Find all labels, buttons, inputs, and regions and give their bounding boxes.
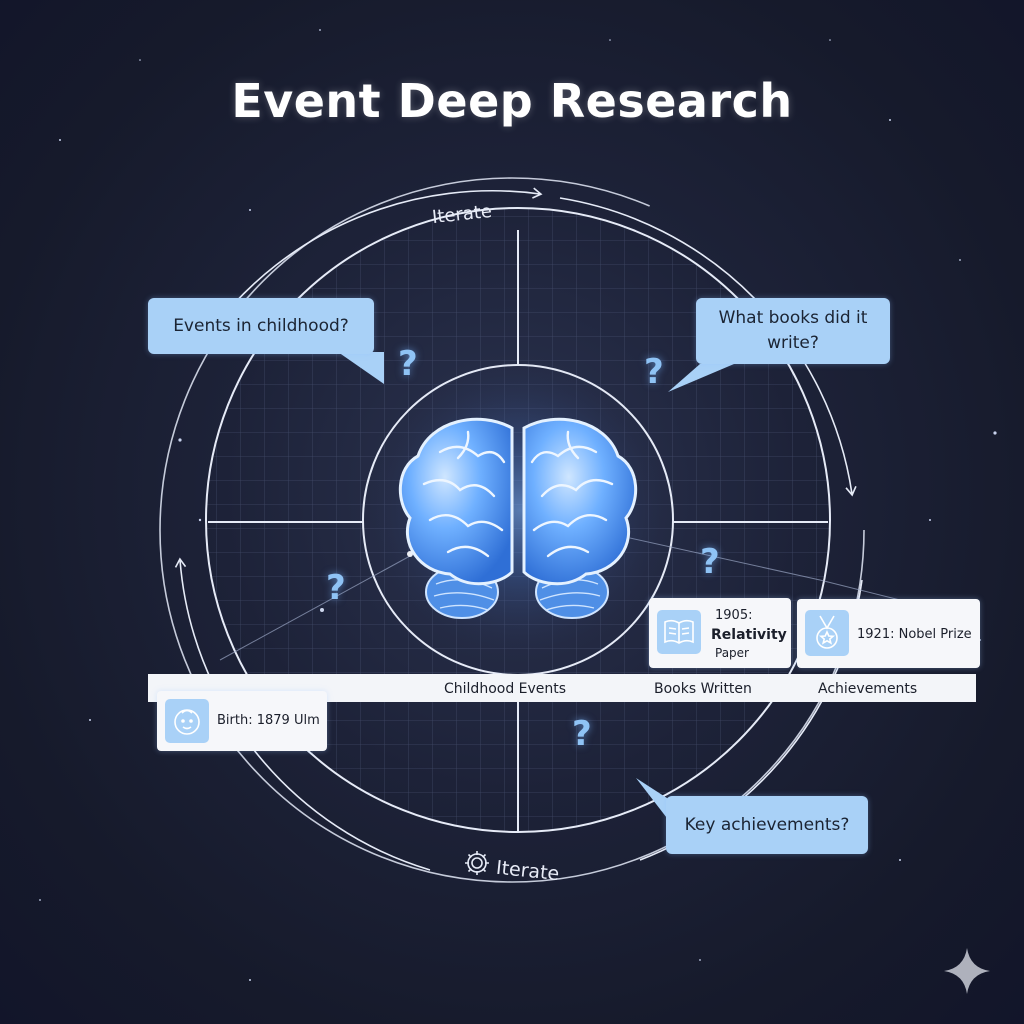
iterate-arrow-left bbox=[174, 557, 431, 871]
event-card-relativity: 1905: Relativity Paper bbox=[649, 598, 791, 668]
gear-icon bbox=[465, 851, 489, 875]
question-mark-icon: ? bbox=[326, 568, 346, 608]
relativity-year-text: 1905: bbox=[715, 608, 753, 623]
question-achievements-text: Key achievements? bbox=[684, 814, 850, 835]
birth-event-text: Birth: 1879 Ulm bbox=[217, 713, 320, 728]
question-bubble-childhood: Events in childhood? bbox=[148, 298, 374, 354]
question-mark-icon: ? bbox=[572, 714, 592, 754]
question-bubble-books: What books did it write? bbox=[696, 298, 890, 364]
iterate-arrow-top bbox=[211, 187, 543, 331]
timeline-label-achievements: Achievements bbox=[818, 681, 918, 697]
question-mark-icon: ? bbox=[398, 344, 418, 384]
star-field bbox=[39, 29, 997, 981]
baby-face-icon bbox=[165, 699, 209, 743]
question-books-text: What books did it write? bbox=[718, 308, 868, 353]
iterate-label-bottom-group: Iterate bbox=[462, 848, 642, 885]
event-card-nobel: 1921: Nobel Prize bbox=[797, 599, 980, 668]
question-mark-icon: ? bbox=[700, 542, 720, 582]
sparkle-icon bbox=[944, 948, 990, 994]
connector-node bbox=[320, 608, 324, 612]
brain-icon bbox=[398, 417, 638, 619]
medal-icon bbox=[805, 610, 849, 656]
question-mark-icon: ? bbox=[644, 352, 664, 392]
nobel-event-text: 1921: Nobel Prize bbox=[857, 627, 972, 642]
timeline-label-childhood: Childhood Events bbox=[444, 681, 567, 697]
relativity-title-text: Relativity bbox=[711, 627, 787, 643]
book-icon bbox=[657, 610, 701, 654]
event-card-birth: Birth: 1879 Ulm bbox=[157, 691, 327, 751]
question-childhood-text: Events in childhood? bbox=[173, 315, 349, 336]
question-bubble-achievements: Key achievements? bbox=[666, 796, 868, 854]
bubble-tail-childhood bbox=[338, 352, 384, 384]
timeline-label-books: Books Written bbox=[654, 681, 752, 697]
outer-iterate-ring bbox=[159, 177, 865, 883]
bubble-tail-books bbox=[668, 364, 734, 392]
page-title: Event Deep Research bbox=[231, 74, 793, 128]
relativity-subtitle-text: Paper bbox=[715, 646, 749, 660]
